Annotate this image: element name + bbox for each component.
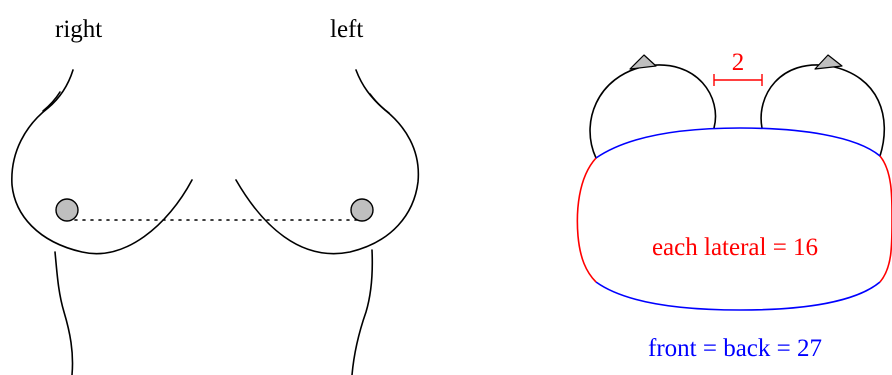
left-torso-line xyxy=(351,249,374,375)
right-nipple xyxy=(55,198,79,222)
torso-back-edge xyxy=(595,281,881,311)
right-breast-outline xyxy=(11,69,193,255)
top-view-right-nipple xyxy=(814,54,843,70)
front-back-label: front = back = 27 xyxy=(648,335,822,362)
torso-left-lateral-edge xyxy=(576,157,597,283)
lateral-label: each lateral = 16 xyxy=(652,234,818,261)
right-torso-line xyxy=(54,251,74,375)
top-view-left-breast xyxy=(589,64,717,159)
label-right: right xyxy=(55,16,102,43)
torso-right-lateral-edge xyxy=(879,155,892,283)
front-view: right left xyxy=(11,16,420,375)
top-view-left-nipple xyxy=(629,54,657,70)
left-armpit-curve xyxy=(369,93,390,114)
top-view-right-breast xyxy=(760,64,886,157)
left-nipple xyxy=(350,198,374,222)
torso-front-edge xyxy=(595,127,881,159)
right-armpit-curve xyxy=(42,91,61,112)
label-left: left xyxy=(330,16,363,43)
top-view: 2 each lateral = 16 front = back = 27 xyxy=(576,49,892,362)
gap-marker xyxy=(713,74,763,86)
left-breast-outline xyxy=(235,69,420,255)
gap-label: 2 xyxy=(732,49,745,76)
